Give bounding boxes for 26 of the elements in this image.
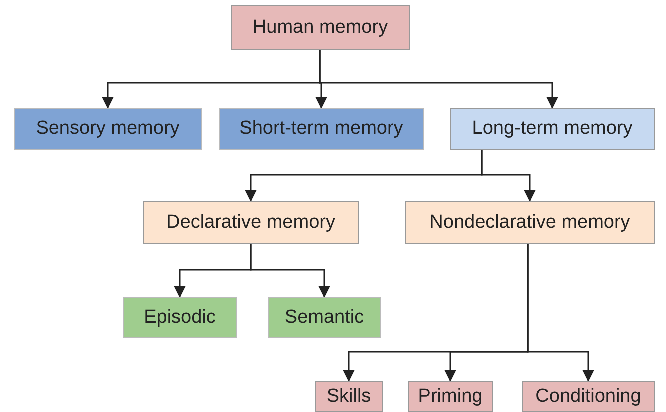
memory-box: [315, 381, 383, 412]
box-label: Episodic: [144, 306, 216, 328]
box-label: Semantic: [284, 306, 364, 328]
memory-box: [219, 108, 424, 150]
box-label: Declarative memory: [166, 212, 336, 234]
box-label: Sensory memory: [36, 118, 180, 140]
memory-box: [143, 201, 359, 244]
arrow: [319, 50, 558, 109]
arrow: [481, 150, 536, 202]
memory-box: [408, 381, 493, 412]
arrow: [527, 244, 594, 382]
box-label: Priming: [418, 386, 483, 408]
memory-box: [522, 381, 655, 412]
memory-box: [123, 297, 237, 338]
memory-box: [231, 5, 410, 50]
box-label: Skills: [326, 386, 372, 408]
arrow: [250, 244, 330, 298]
memory-box: [405, 201, 655, 244]
box-label: Nondeclarative memory: [430, 212, 630, 234]
box-label: Long-term memory: [472, 118, 633, 140]
box-label: Human memory: [252, 16, 388, 38]
memory-box: [450, 108, 655, 150]
box-label: Conditioning: [536, 386, 642, 408]
memory-box: [268, 297, 381, 338]
memory-box: [14, 108, 202, 150]
box-label: Short-term memory: [240, 118, 404, 140]
